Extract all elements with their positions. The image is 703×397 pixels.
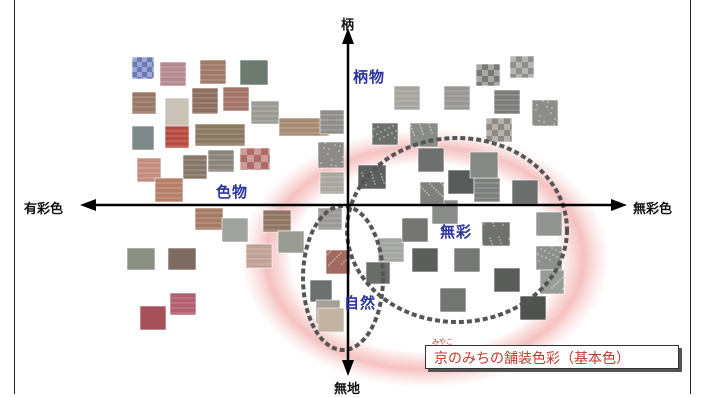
- tile-swatch-dark-slate-plain: [411, 247, 439, 273]
- tile-swatch-smoke-gray-plain: [469, 151, 499, 179]
- tile-swatch-dark-speckle: [371, 122, 399, 146]
- tile-swatch-rust-speckle: [325, 249, 351, 275]
- tile-swatch-blue-checker: [131, 56, 155, 80]
- tile-swatch-gray-brick-small: [319, 109, 345, 135]
- tile-swatch-steel-checker: [509, 55, 535, 79]
- axis-label-top: 柄: [341, 18, 355, 33]
- tile-swatch-deep-slate-plain: [493, 267, 521, 293]
- tile-swatch-stone-gray-plain: [277, 230, 305, 254]
- tile-swatch-gray-checker: [485, 117, 513, 143]
- tile-swatch-terracotta-brick: [154, 177, 184, 203]
- tile-swatch-raspberry-brick: [169, 292, 197, 316]
- diagram-frame: [14, 0, 691, 394]
- tile-swatch-dim-gray-plain: [439, 287, 467, 313]
- tile-swatch-granite-speckle: [531, 99, 559, 127]
- tile-swatch-black-gray-plain: [519, 295, 547, 321]
- tile-swatch-sage-plain: [126, 247, 156, 271]
- bottom-arrow-head: [342, 360, 354, 376]
- tile-swatch-soot-plain: [365, 261, 391, 285]
- tile-swatch-dark-brown-plain: [167, 247, 197, 271]
- tile-swatch-light-granite-speckle: [539, 269, 565, 295]
- tile-swatch-red-brick: [164, 125, 190, 149]
- tile-swatch-stone-speckle: [419, 181, 445, 205]
- tile-swatch-mid-gray-brick: [473, 177, 501, 203]
- tile-swatch-ochre-brick: [194, 207, 224, 231]
- tile-swatch-deep-gray-plain: [447, 169, 475, 195]
- tile-swatch-ash-gray-brick: [493, 89, 521, 115]
- tile-swatch-pale-stone: [164, 97, 190, 129]
- tile-swatch-green-gray-plain: [239, 59, 269, 86]
- axis-label-right: 無彩色: [633, 202, 673, 217]
- achromatic-circle: [345, 136, 569, 324]
- tile-swatch-crimson-plain: [139, 305, 167, 331]
- tile-swatch-graphite-checker: [475, 63, 501, 87]
- tile-swatch-rose-brick: [159, 61, 187, 87]
- tile-swatch-dark-granite-speckle: [357, 164, 387, 190]
- tile-swatch-beige-plain: [317, 307, 345, 333]
- tile-swatch-granite-light-speckle: [535, 245, 563, 271]
- tile-swatch-medium-gray-plain: [453, 247, 481, 273]
- left-arrow-head: [80, 199, 96, 211]
- tile-swatch-warm-gray-brick: [207, 149, 235, 173]
- tile-swatch-silver-plain: [535, 211, 563, 237]
- tile-swatch-taupe-brick: [182, 154, 208, 180]
- tile-swatch-light-gray-plain: [221, 217, 249, 243]
- legend-ruby: みやこ: [432, 338, 453, 346]
- tile-swatch-olive-brick-wide: [194, 123, 246, 147]
- right-arrow-head: [611, 199, 627, 211]
- tile-swatch-mauve-brick: [191, 87, 219, 115]
- quadrant-label-colored: 色物: [216, 183, 249, 201]
- tile-swatch-sand-brick: [319, 171, 345, 195]
- tile-swatch-brown-brick-small: [262, 209, 292, 233]
- tile-swatch-speckled-gray: [317, 141, 345, 169]
- legend-box: みやこ 京のみちの舗装色彩（基本色）: [425, 338, 679, 369]
- quadrant-label-natural: 自然: [344, 294, 377, 312]
- axis-label-left: 有彩色: [24, 202, 64, 217]
- tile-swatch-clay-brick: [222, 86, 250, 112]
- legend-text: 京のみちの舗装色彩（基本色）: [434, 351, 630, 367]
- tile-swatch-charcoal-plain: [309, 279, 333, 303]
- tile-swatch-pink-checker: [239, 147, 271, 171]
- tile-swatch-pale-gray-brick: [393, 85, 421, 111]
- tile-swatch-graphite-plain: [511, 179, 539, 205]
- tile-swatch-silver-brick: [443, 85, 471, 111]
- tile-swatch-slate-gray-plain: [417, 147, 445, 173]
- tile-swatch-charcoal-speckle: [481, 221, 511, 247]
- top-arrow-head: [342, 28, 354, 44]
- axis-label-bottom: 無地: [334, 382, 361, 397]
- tile-swatch-iron-gray-plain: [401, 217, 429, 243]
- tile-swatch-umber-brick: [131, 91, 157, 115]
- tile-swatch-brown-brick: [199, 59, 227, 85]
- tile-swatch-gray-brick: [250, 100, 280, 125]
- tile-swatch-pale-ash-brick: [377, 237, 405, 263]
- quadrant-label-patterned: 柄物: [353, 68, 386, 86]
- tile-swatches: [126, 55, 565, 333]
- quadrant-label-achromatic: 無彩: [440, 223, 473, 241]
- tile-swatch-slate-plain: [131, 125, 155, 151]
- tile-swatch-blush-brick: [245, 243, 273, 269]
